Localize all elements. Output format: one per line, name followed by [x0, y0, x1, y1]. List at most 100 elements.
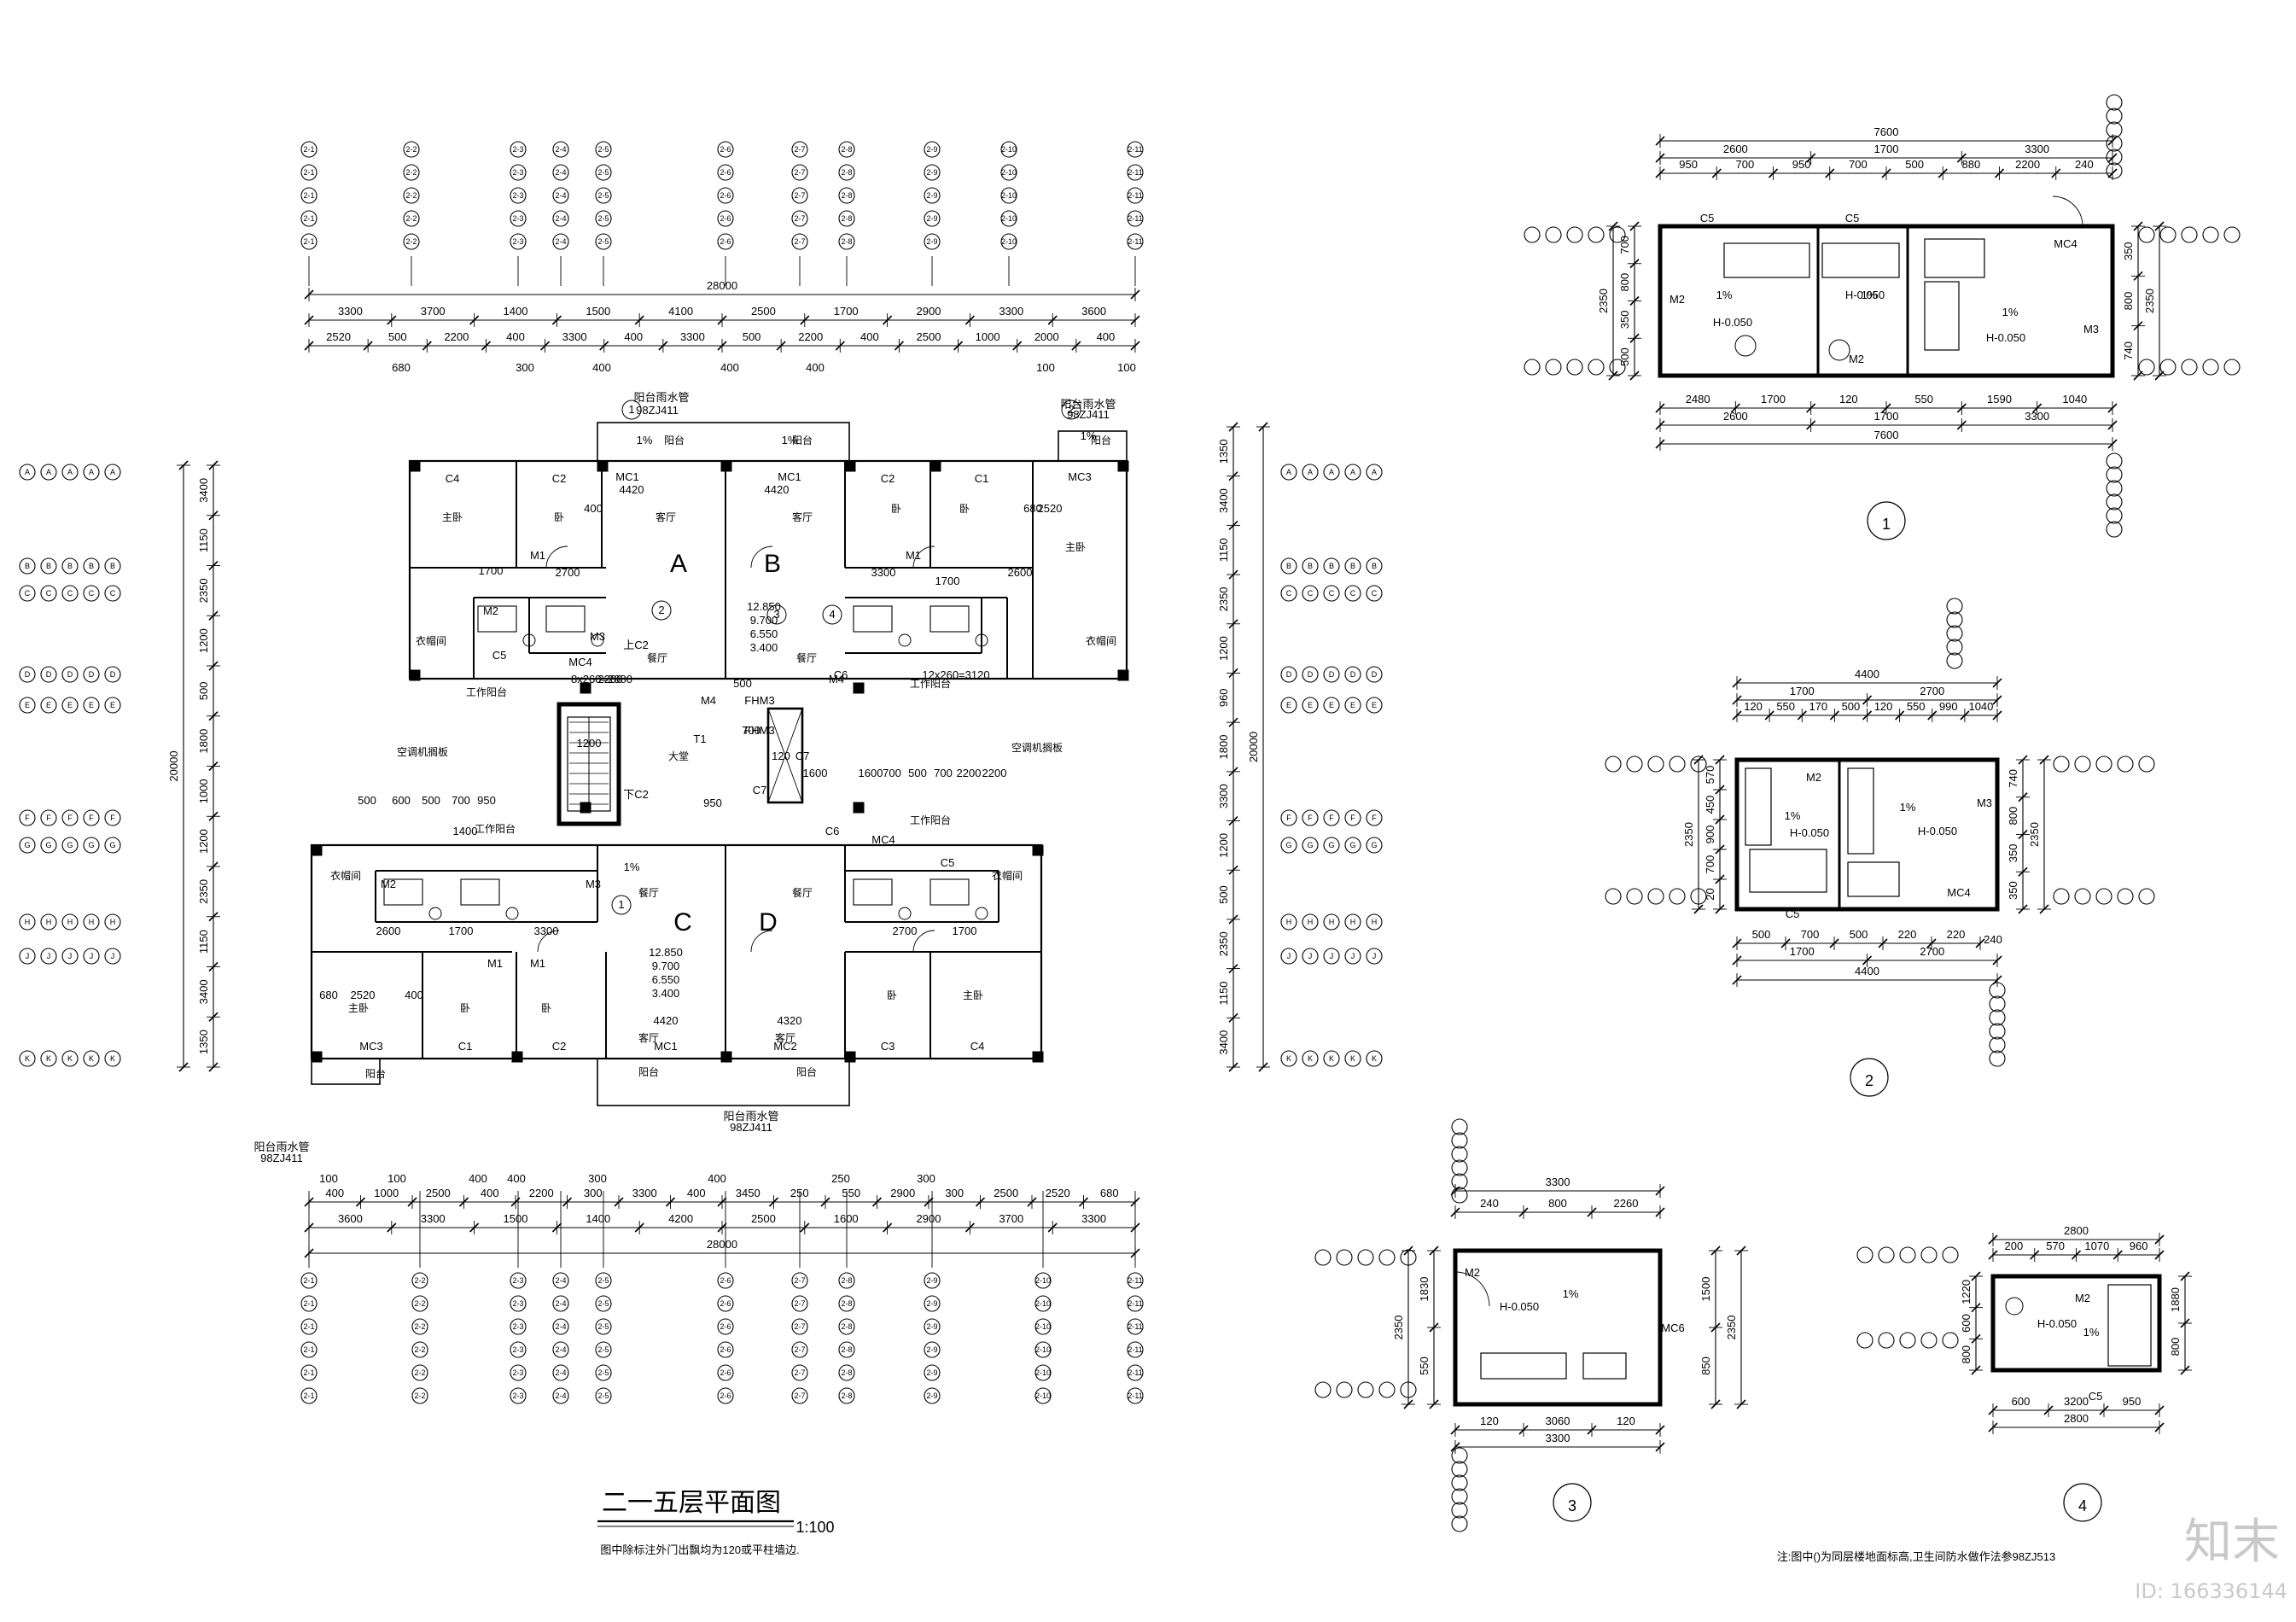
detail2-top-dim2-value: 1040 — [1968, 700, 1993, 713]
axis-bubble-left-label: E — [67, 701, 73, 709]
detail1-label: C5 — [1700, 212, 1715, 225]
axis-bubble-bottom-label: 2-6 — [720, 1392, 731, 1400]
bathtub — [853, 605, 893, 633]
door-swing — [750, 930, 773, 953]
axis-bubble-bottom-label: 2-8 — [841, 1345, 852, 1354]
bottom-dim-row0-value: 300 — [917, 1172, 935, 1185]
column — [580, 802, 591, 814]
column — [1032, 844, 1044, 856]
room-label-dining: 餐厅 — [638, 886, 659, 899]
bottom-dim-row2-value: 400 — [481, 1187, 499, 1199]
detail1-bottom-dim1-value: 2480 — [1686, 393, 1710, 406]
axis-bubble-top — [1000, 210, 1017, 227]
detail2-side-bubble — [2053, 756, 2070, 773]
detail2-bottom-dim1-value: 220 — [1898, 928, 1917, 941]
axis-bubble-bottom-label: 2-6 — [720, 1276, 731, 1285]
axis-bubble-top-label: 2-5 — [597, 191, 609, 200]
axis-bubble-top — [717, 164, 734, 181]
detail4-top-dim-value: 1070 — [2084, 1240, 2109, 1252]
detail1-label: M2 — [1849, 353, 1864, 365]
top-dim-row1-value: 3300 — [338, 305, 363, 318]
column — [597, 460, 609, 472]
axis-bubble-top — [1000, 141, 1017, 158]
plan-scale: 1:100 — [795, 1519, 834, 1536]
axis-bubble-top-label: 2-5 — [597, 237, 609, 246]
plan-misc-dim: 2200 — [982, 767, 1007, 779]
bathtub — [460, 878, 500, 906]
axis-bubble-right-label: K — [1329, 1054, 1334, 1063]
bottom-dim-row1-value: 2900 — [917, 1212, 941, 1225]
axis-bubble-top — [300, 141, 318, 158]
plan-misc-dim: 500 — [908, 767, 927, 779]
detail3-axis-bubble-bottom — [1451, 1461, 1468, 1478]
axis-bubble-top — [717, 141, 734, 158]
bottom-dim-row2-value: 2500 — [426, 1187, 451, 1199]
axis-bubble-bottom — [838, 1364, 855, 1381]
unit-label-D: D — [759, 908, 778, 936]
room-label-living: 客厅 — [775, 1031, 795, 1044]
plan-note: 98ZJ411 — [636, 404, 679, 417]
column — [720, 1051, 732, 1063]
axis-bubble-left — [61, 837, 79, 854]
axis-bubble-right — [1323, 948, 1340, 965]
axis-bubble-left-label: A — [25, 468, 30, 476]
detail1-bathtub — [1821, 242, 1900, 278]
detail1-right-dim-value: 740 — [2122, 341, 2135, 360]
detail4-left-dim-value: 600 — [1960, 1314, 1973, 1333]
axis-bubble-right — [1280, 666, 1297, 683]
detail3-axis-bubble-top — [1451, 1173, 1468, 1190]
axis-bubble-bottom — [717, 1318, 734, 1335]
axis-bubble-right-label: E — [1372, 701, 1377, 709]
axis-bubble-right — [1344, 809, 1361, 826]
axis-bubble-bottom — [300, 1341, 318, 1358]
axis-bubble-left — [104, 948, 121, 965]
axis-bubble-top — [595, 141, 612, 158]
plan-footnote: 图中除标注外门出飘均为120或平柱墙边. — [600, 1543, 799, 1556]
plan-label-bottom: 2600 — [376, 925, 401, 937]
axis-bubble-bottom — [1127, 1387, 1144, 1404]
toilet — [975, 907, 988, 920]
axis-bubble-bottom-label: 2-10 — [1035, 1368, 1051, 1377]
axis-bubble-top-label: 2-7 — [794, 237, 805, 246]
axis-bubble-top-label: 2-3 — [512, 214, 523, 223]
axis-bubble-bottom — [510, 1272, 527, 1289]
door-swing — [912, 546, 935, 569]
axis-bubble-top-label: 2-3 — [512, 191, 523, 200]
detail4-side-bubble — [1920, 1332, 1938, 1349]
plan-label-bottom: M1 — [530, 957, 545, 970]
top-dim-row1-value: 1400 — [504, 305, 528, 318]
axis-bubble-bottom — [791, 1295, 808, 1312]
bottom-dim-row1-value: 3700 — [999, 1212, 1023, 1225]
axis-bubble-bottom — [838, 1272, 855, 1289]
room-label-laundry: 衣帽间 — [330, 869, 361, 882]
detail2-side-bubble — [1647, 888, 1664, 905]
axis-bubble-left — [19, 809, 36, 826]
plan-label-top: M4 — [829, 673, 844, 686]
axis-bubble-right — [1302, 837, 1319, 854]
column — [580, 682, 591, 694]
axis-bubble-right — [1302, 666, 1319, 683]
plan-label-bottom: 3300 — [534, 925, 559, 937]
bottom-dim-row2-value: 3300 — [632, 1187, 657, 1199]
detail4-basin — [2005, 1297, 2024, 1316]
axis-bubble-bottom-label: 2-7 — [794, 1392, 805, 1400]
axis-bubble-right — [1323, 585, 1340, 602]
detail1-left-overall-value: 2350 — [1597, 289, 1610, 313]
axis-bubble-right-label: C — [1308, 589, 1314, 598]
axis-bubble-top-label: 2-10 — [1001, 237, 1017, 246]
axis-bubble-right-label: C — [1329, 589, 1335, 598]
axis-bubble-left — [61, 585, 79, 602]
axis-bubble-right — [1344, 464, 1361, 481]
axis-bubble-right — [1366, 557, 1383, 575]
detail1-door-swing — [2052, 195, 2083, 227]
axis-bubble-right-label: A — [1308, 468, 1313, 476]
detail2-side-bubble — [2138, 756, 2155, 773]
detail1-label: M2 — [1670, 293, 1685, 306]
detail2-side-bubble — [1669, 756, 1686, 773]
detail2-axis-bubble-top — [1946, 611, 1963, 628]
axis-bubble-bottom — [791, 1272, 808, 1289]
axis-bubble-left — [40, 666, 57, 683]
detail-ref-label: 4 — [829, 608, 835, 621]
axis-bubble-bottom-label: 2-3 — [512, 1299, 523, 1308]
detail1-left-dim-value: 350 — [1618, 311, 1631, 330]
